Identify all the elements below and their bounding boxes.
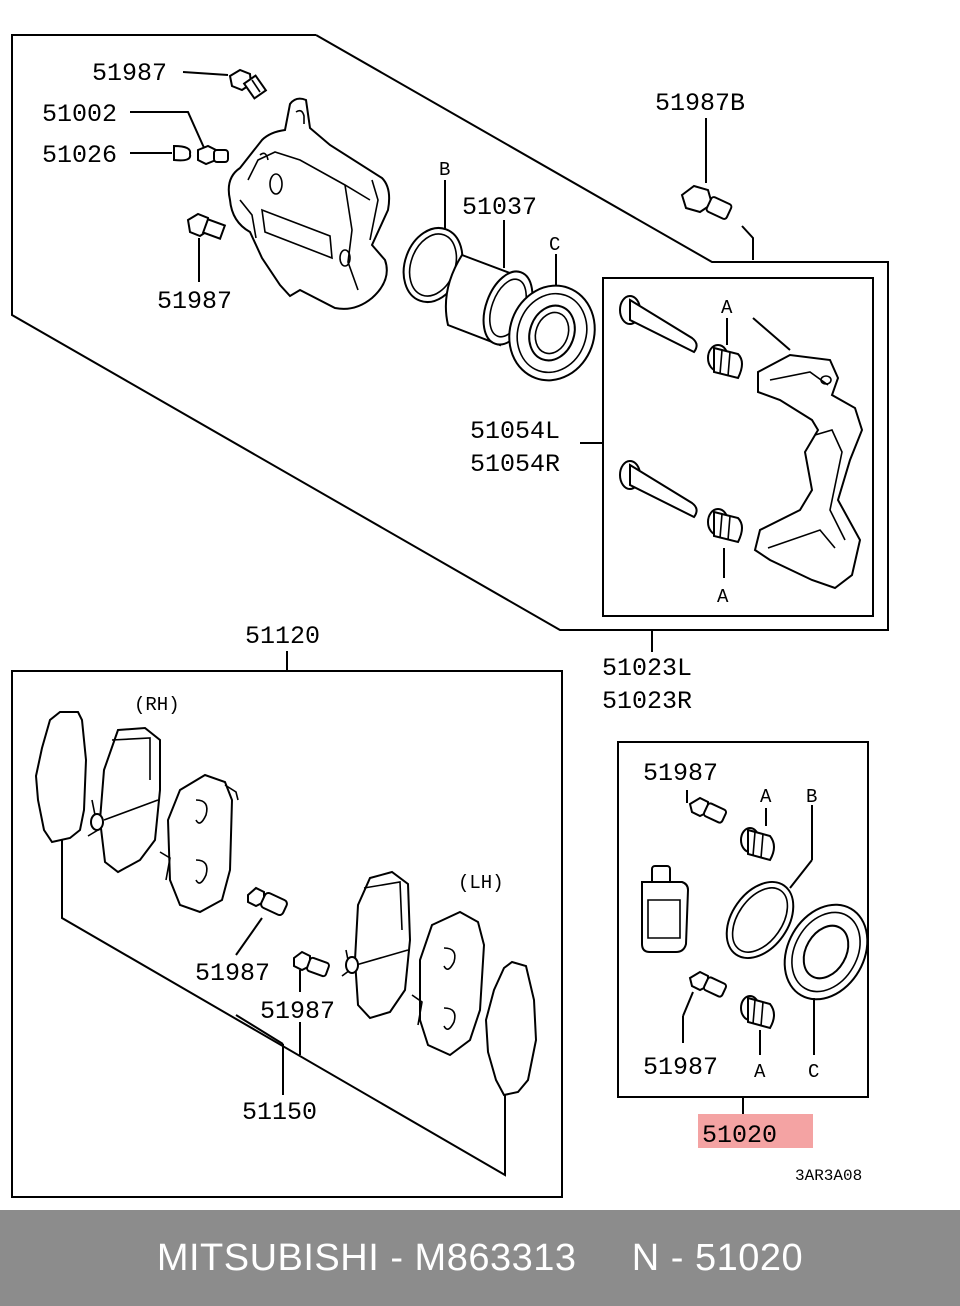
- pad-lh-inner: [341, 870, 412, 1020]
- label-51987-kit1: 51987: [643, 759, 718, 788]
- kit-seal-ring: [725, 805, 813, 959]
- guide-boot-upper: [707, 318, 743, 380]
- highlight-51020: [698, 1114, 813, 1148]
- pad-rh-outer: [87, 726, 161, 874]
- kit-dust-boot: [783, 903, 869, 1055]
- caliper-bracket: [752, 317, 864, 590]
- bolt-51987b: [680, 118, 754, 260]
- label-lh: (LH): [458, 872, 504, 894]
- label-51987-kit2: 51987: [643, 1053, 718, 1082]
- pad-rh-inner: [159, 773, 239, 914]
- bolt-51002: [130, 111, 229, 166]
- label-51150: 51150: [242, 1098, 317, 1127]
- bolt-51987-caliper: [186, 212, 227, 282]
- kit-callout-b: B: [806, 786, 817, 808]
- label-51023l: 51023L: [602, 654, 692, 683]
- grease-bottle: [641, 865, 690, 953]
- label-51026: 51026: [42, 141, 117, 170]
- label-51120: 51120: [245, 622, 320, 651]
- label-51987b: 51987B: [655, 89, 745, 118]
- label-rh: (RH): [134, 694, 180, 716]
- kit-callout-a-lower: A: [754, 1061, 766, 1083]
- kit-boot-upper: [740, 808, 775, 862]
- callout-c-top: C: [549, 234, 560, 256]
- label-51002: 51002: [42, 100, 117, 129]
- guide-pin-lower: [619, 460, 698, 519]
- dust-boot: [508, 254, 596, 382]
- piston-seal-ring: [402, 180, 464, 303]
- pad-clip-bolt-rh: [235, 886, 288, 956]
- label-51987-caliper: 51987: [157, 287, 232, 316]
- diagram-code: 3AR3A08: [795, 1167, 862, 1185]
- callout-a-upper: A: [721, 297, 733, 319]
- callout-b-top: B: [439, 159, 450, 181]
- callout-a-lower: A: [717, 586, 729, 608]
- label-51037: 51037: [462, 193, 537, 222]
- label-51987-pad2: 51987: [260, 997, 335, 1026]
- kit-boot-lower: [740, 995, 775, 1055]
- shim-outer-rh: [34, 711, 88, 844]
- kit-bolt-upper: [686, 790, 728, 824]
- label-51987-top: 51987: [92, 59, 167, 88]
- pad-clip-bolt-lh: [293, 950, 330, 992]
- shim-outer-lh: [484, 960, 538, 1097]
- parts-diagram: 51987 51002 51026 51987 51987B 51037 B C…: [11, 34, 889, 1198]
- guide-pin-upper: [619, 295, 698, 354]
- pad-lh-outer: [411, 910, 486, 1057]
- footer-text: MITSUBISHI - M863313 N - 51020: [156, 1236, 804, 1279]
- plug-51026: [130, 144, 192, 162]
- label-51054l: 51054L: [470, 417, 560, 446]
- bracket-subassembly-box: [602, 277, 874, 617]
- guide-boot-lower: [707, 508, 743, 578]
- caliper-body: [227, 97, 391, 310]
- label-51020: 51020: [702, 1121, 777, 1150]
- label-51023r: 51023R: [602, 687, 692, 716]
- kit-bolt-lower: [682, 970, 728, 1043]
- kit-callout-c: C: [808, 1061, 819, 1083]
- kit-callout-a-upper: A: [760, 786, 772, 808]
- label-51054r: 51054R: [470, 450, 560, 479]
- label-51987-pad1: 51987: [195, 959, 270, 988]
- bolt-51987-top: [182, 68, 268, 100]
- caliper-assembly-outline: [11, 34, 889, 631]
- piston: [444, 220, 534, 347]
- footer-part-banner: MITSUBISHI - M863313 N - 51020: [0, 1210, 960, 1306]
